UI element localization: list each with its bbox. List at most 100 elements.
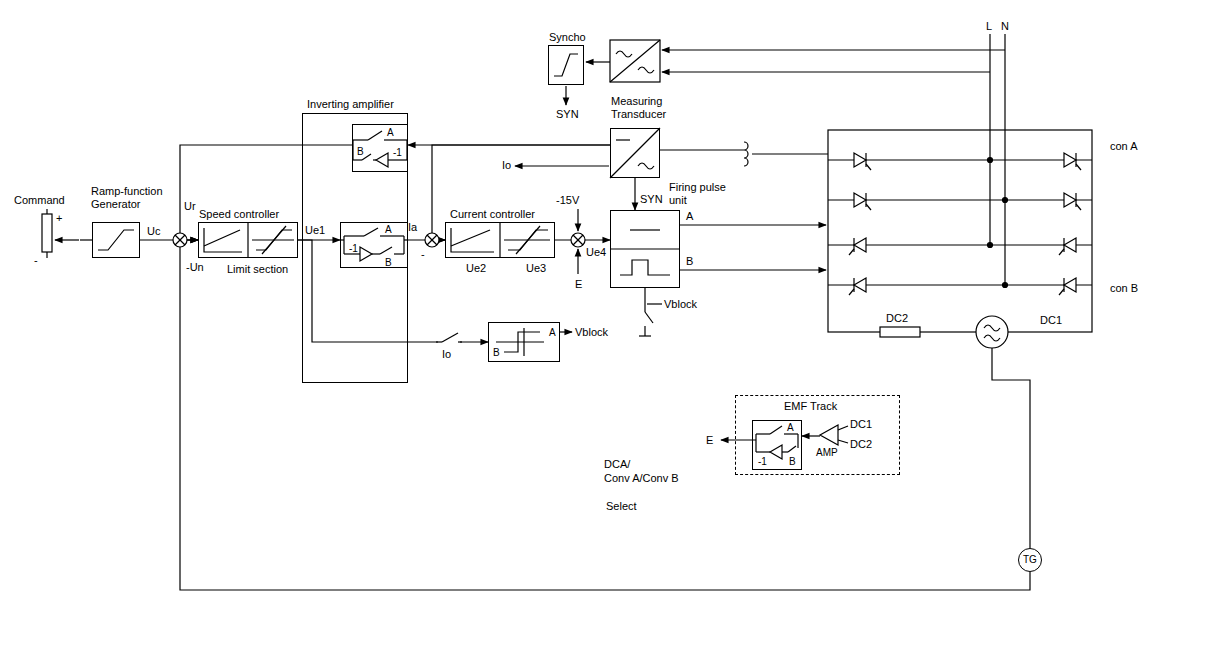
line-shape [560,331,572,332]
signal-label: Ue3 [526,262,546,275]
line-shape [577,209,578,231]
signal-label: con A [1110,140,1138,153]
signal-label: E [575,278,582,291]
polyline-shape [554,54,578,76]
command-potentiometer: Command [14,194,80,264]
path-shape [984,325,1000,331]
rect-shape [880,327,920,337]
signal-label: DCA/ [604,458,630,471]
line-shape [388,159,407,160]
line-shape [384,139,407,140]
circle-shape [173,233,187,247]
polyline-shape [204,228,242,252]
polyline-shape [620,260,670,275]
signal-label: L [986,20,992,33]
line-shape [204,230,240,246]
signal-connector [432,145,610,240]
line-shape [644,326,645,336]
rect-shape [828,130,1092,332]
signal-label: DC1 [1040,314,1062,327]
circle-shape [1003,198,1008,203]
use-shape [1059,238,1076,255]
signal-label: Conv A/Conv B [604,472,679,485]
line-shape [451,230,490,246]
line-shape [755,434,756,452]
circle-shape [571,233,585,247]
switch-box: A-1B [752,420,802,470]
node-label: EMF Track [784,400,837,413]
line-shape [364,228,378,236]
signal-label: Vblock [575,326,608,339]
line-shape [756,451,770,452]
line-shape [372,253,380,254]
use-shape [1059,278,1076,295]
signal-label: Ia [408,221,417,234]
line-shape [344,235,364,236]
line-shape [353,139,368,140]
node-label: A [549,327,556,339]
polyline-shape [504,332,540,352]
signal-label: Ue1 [305,224,325,237]
line-shape [55,239,79,240]
line-shape [797,434,798,448]
line-shape [496,341,544,342]
line-shape [516,226,540,254]
g-shape [173,233,585,346]
polyline-shape [451,228,494,252]
line-shape [436,341,442,342]
use-shape [854,153,871,170]
signal-connector [634,178,635,210]
signal-label: DC1 [850,418,872,431]
line-shape [175,235,185,245]
polyline-shape [992,348,1030,548]
circle-shape [988,243,993,248]
transducer-box: Measuring Transducer [610,128,660,178]
rect-shape [610,40,660,82]
g-shape [42,34,1092,548]
circle-shape [976,316,1008,348]
node-label: A [387,127,394,139]
signal-connector [802,435,820,436]
line-shape [828,244,1092,245]
circle-shape [988,158,993,163]
node-label: Firing pulse unit [669,181,733,207]
line-shape [403,236,404,254]
line-shape [828,199,1092,200]
node-label: -1 [393,147,402,159]
node-label: Syncho [549,31,586,44]
node-label: B [385,257,392,269]
use-shape [854,193,871,210]
rect-shape [42,214,52,252]
signal-connector [80,239,92,240]
signal-label: A [686,210,693,223]
node-label: -1 [349,243,358,255]
line-shape [662,71,990,72]
line-shape [660,149,744,150]
signal-label: Io [502,159,511,172]
current-controller-box: Current controller [445,222,555,258]
line-shape [644,288,645,312]
switch-box: A-1B [340,222,408,268]
line-shape [343,236,344,254]
line-shape [46,209,47,214]
signal-label: Vblock [664,298,697,311]
node-label: B [789,456,796,468]
path-shape [638,67,654,73]
line-shape [610,40,660,82]
line-shape [610,248,680,249]
line-shape [368,131,382,140]
line-shape [46,252,47,258]
path-shape [360,247,372,261]
node-label: Speed controller [199,208,279,221]
use-shape [1064,153,1081,170]
syncho-box: Syncho [548,45,584,85]
signal-label: -Un [186,261,204,274]
line-shape [499,222,500,258]
line-shape [427,235,437,245]
signal-connector [180,240,1030,590]
signal-label: - [34,254,38,267]
line-shape [645,312,653,323]
path-shape [770,445,782,459]
line-shape [610,128,660,178]
